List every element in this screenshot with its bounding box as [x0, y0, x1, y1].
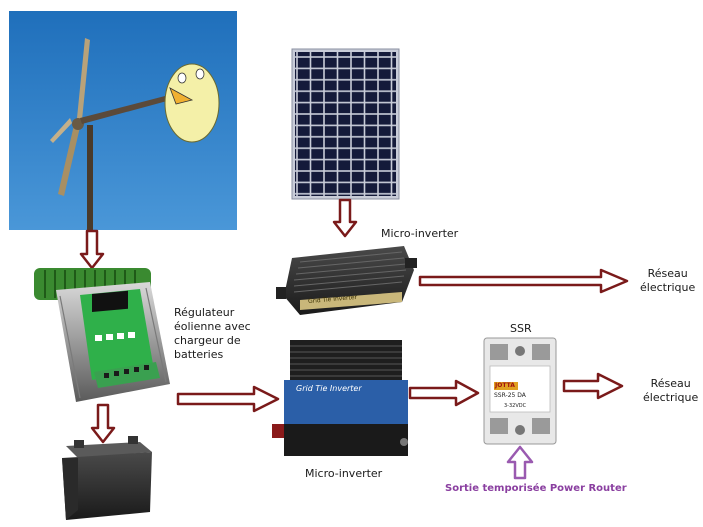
label-micro-inverter-bottom: Micro-inverter: [305, 467, 383, 480]
label-micro-inverter-top: Micro-inverter: [381, 227, 459, 240]
ssr-model: SSR-25 DA: [494, 392, 526, 399]
label-regulator-line-2: éolienne avec: [174, 320, 251, 333]
micro-inverter-bottom: [272, 340, 408, 456]
label-reseau-top: Réseau électrique: [640, 267, 695, 295]
ssr-relay: [483, 337, 557, 445]
ssr-brand: JOTTA: [495, 382, 515, 389]
arrow-turbine-to-regulator: [79, 229, 105, 270]
label-regulator-line-1: Régulateur: [174, 306, 235, 319]
battery: [62, 436, 152, 520]
label-reseau-top-line-2: électrique: [640, 281, 696, 294]
label-reseau-bottom-line-1: Réseau: [650, 377, 691, 390]
arrow-ssr-to-grid: [562, 372, 624, 400]
label-reseau-bottom: Réseau électrique: [643, 377, 698, 405]
arrow-regulator-to-battery: [90, 403, 116, 444]
label-regulator-line-4: batteries: [174, 348, 224, 361]
label-power-router: Sortie temporisée Power Router: [445, 483, 627, 494]
charge-regulator: [34, 268, 170, 402]
label-reseau-top-line-1: Réseau: [647, 267, 688, 280]
wind-turbine-photo: [9, 11, 237, 230]
arrow-panel-to-inverter: [332, 198, 358, 238]
label-regulator: Régulateur éolienne avec chargeur de bat…: [174, 306, 251, 362]
arrow-inverter-to-ssr: [408, 379, 480, 407]
label-regulator-line-3: chargeur de: [174, 334, 241, 347]
ssr-input-rating: 3-32VDC: [504, 403, 527, 409]
solar-panel: [291, 48, 400, 200]
label-reseau-bottom-line-2: électrique: [643, 391, 699, 404]
micro-inverter-top: [276, 246, 417, 315]
arrow-power-router-to-ssr: [506, 445, 534, 480]
arrow-regulator-to-inverter: [176, 385, 280, 413]
arrow-inverter-top-to-grid: [418, 268, 629, 294]
label-ssr: SSR: [510, 322, 532, 335]
inverter-bottom-nameplate: Grid Tie Inverter: [296, 384, 362, 393]
